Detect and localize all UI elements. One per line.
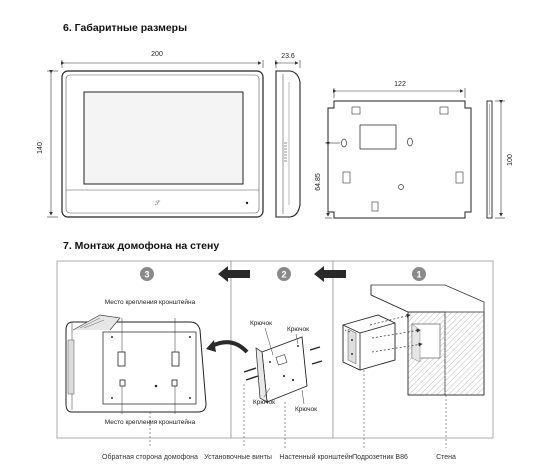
bracket-height-dimension [495, 100, 505, 219]
bracket-width-dimension [333, 88, 466, 98]
step-arrow-2-to-3 [218, 266, 250, 282]
dimensions-heading: 6. Габаритные размеры [63, 22, 188, 34]
bracket-front-view [327, 100, 472, 219]
front-height-dimension [47, 70, 58, 218]
bottom-callout-lines [149, 370, 447, 448]
box-b86 [342, 314, 396, 371]
hook-callouts [263, 327, 305, 405]
side-view [275, 70, 301, 218]
mount-point-callouts [121, 318, 176, 414]
front-view: ℱ [61, 70, 264, 218]
hook-label-4: Крючок [295, 406, 317, 413]
front-width-label: 200 [151, 51, 163, 58]
wall-bracket-iso [255, 336, 308, 403]
bracket-offset-dimension [325, 142, 340, 219]
label-wall: Стена [436, 454, 456, 461]
hook-label-3: Крючок [253, 399, 275, 406]
front-height-label: 140 [37, 142, 44, 154]
bracket-width-label: 122 [394, 81, 406, 88]
bracket-offset-label: 64.85 [315, 173, 322, 191]
label-wall-bracket: Настенный кронштейн [279, 453, 352, 461]
wall-block [370, 284, 485, 396]
step-2-badge: 2 [277, 267, 291, 281]
step-2-number: 2 [281, 270, 286, 280]
step-3-number: 3 [144, 270, 149, 280]
label-screws: Установочные винты [204, 454, 272, 461]
label-back-side: Обратная сторона домофона [102, 453, 198, 461]
mount-point-top-label: Место крепления кронштейна [105, 298, 196, 306]
side-depth-dimension [275, 60, 301, 68]
hook-label-1: Крючок [250, 320, 272, 327]
side-depth-label: 23.6 [281, 53, 295, 60]
front-logo: ℱ [155, 200, 161, 207]
hang-arrow [211, 340, 249, 354]
step-1-badge: 1 [412, 267, 426, 281]
intercom-back-side [65, 314, 207, 413]
hook-label-2: Крючок [287, 326, 309, 333]
label-box-b86: Подрозетник В86 [352, 454, 408, 461]
front-led [245, 201, 249, 205]
step-1-number: 1 [416, 270, 421, 280]
insert-arrows [344, 313, 423, 353]
step-3-badge: 3 [140, 267, 154, 281]
mounting-heading: 7. Монтаж домофона на стену [63, 240, 220, 252]
hang-arrow-head [206, 340, 216, 352]
bracket-side-view [486, 100, 493, 219]
bracket-height-label: 100 [507, 154, 514, 166]
front-width-dimension [61, 60, 264, 68]
screws [243, 346, 323, 381]
step-arrow-1-to-2 [314, 266, 346, 282]
